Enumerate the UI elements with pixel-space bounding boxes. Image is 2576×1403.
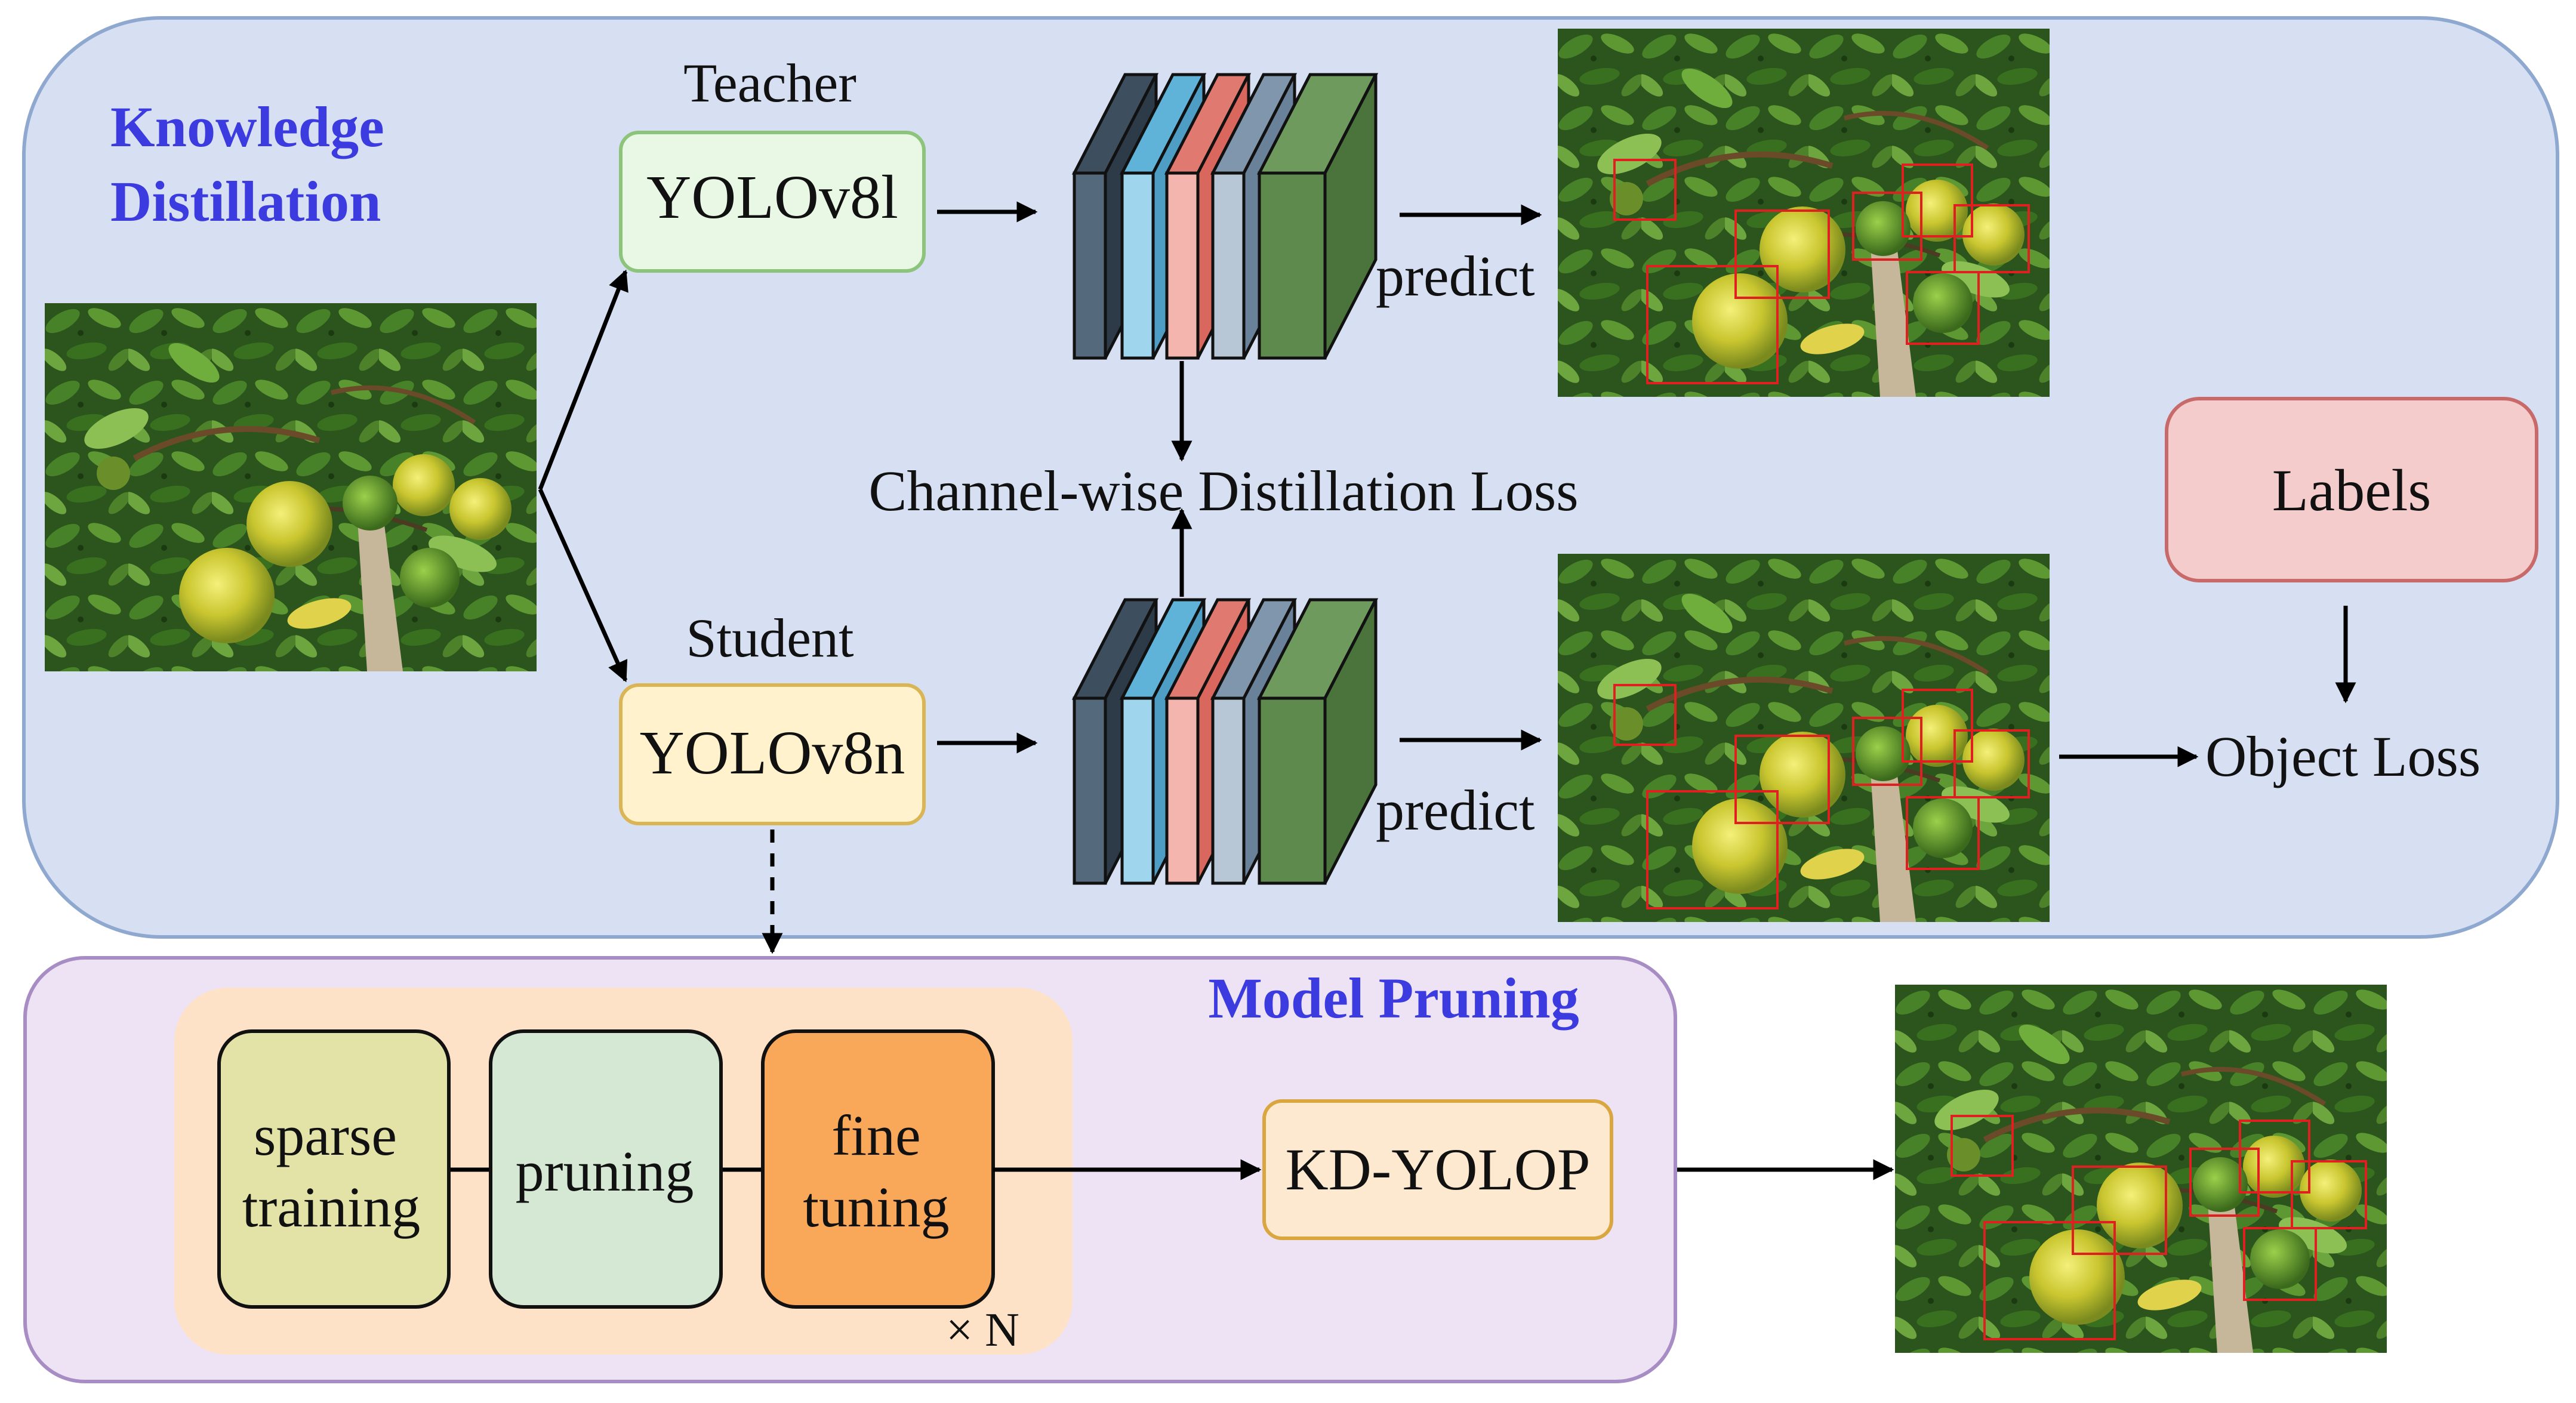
feature-map-stack-icon xyxy=(1074,75,1376,358)
teacher-prediction-image xyxy=(1558,29,2050,397)
teacher-model-box[interactable] xyxy=(619,131,926,273)
teacher-predict-label: predict xyxy=(1376,244,1535,308)
fine-tuning-line1: fine xyxy=(831,1103,920,1167)
fine-tuning-line2: tuning xyxy=(803,1175,949,1239)
teacher-model-name: YOLOv8l xyxy=(646,163,898,232)
kd-yolop-box[interactable] xyxy=(1262,1099,1613,1240)
object-loss: Object Loss xyxy=(2205,724,2481,788)
arrow-to-teacher xyxy=(538,269,628,491)
kd-title-line2: Distillation xyxy=(110,169,381,233)
orange-tree-photo-icon xyxy=(1895,985,2387,1353)
model-pruning-title: Model Pruning xyxy=(1208,966,1579,1030)
student-feature-maps xyxy=(1074,600,1376,883)
labels-text: Labels xyxy=(2272,457,2432,523)
student-label: Student xyxy=(686,608,854,668)
sparse-training-line1: sparse xyxy=(254,1103,397,1167)
input-image xyxy=(45,303,537,671)
feature-map-stack-icon xyxy=(1074,600,1376,883)
repeat-times-n: × N xyxy=(946,1304,1019,1356)
teacher-label: Teacher xyxy=(683,53,856,113)
pruning-text: pruning xyxy=(516,1139,694,1203)
orange-tree-photo-icon xyxy=(1558,554,2050,922)
final-output-image xyxy=(1895,985,2387,1353)
sparse-training-line2: training xyxy=(242,1175,421,1239)
arrow-to-student xyxy=(538,488,628,683)
kd-yolop-text: KD-YOLOP xyxy=(1285,1136,1590,1202)
teacher-feature-maps xyxy=(1074,75,1376,358)
kd-title-line1: Knowledge xyxy=(110,95,384,159)
pruning-box[interactable] xyxy=(489,1029,723,1309)
student-model-box[interactable] xyxy=(619,683,926,825)
orange-tree-photo-icon xyxy=(45,303,537,671)
labels-box[interactable] xyxy=(2165,397,2538,582)
channel-wise-distillation-loss: Channel-wise Distillation Loss xyxy=(868,459,1578,523)
orange-tree-photo-icon xyxy=(1558,29,2050,397)
sparse-training-box[interactable] xyxy=(217,1029,451,1309)
student-predict-label: predict xyxy=(1376,778,1535,842)
student-model-name: YOLOv8n xyxy=(640,719,905,787)
student-prediction-image xyxy=(1558,554,2050,922)
fine-tuning-box[interactable] xyxy=(761,1029,995,1309)
